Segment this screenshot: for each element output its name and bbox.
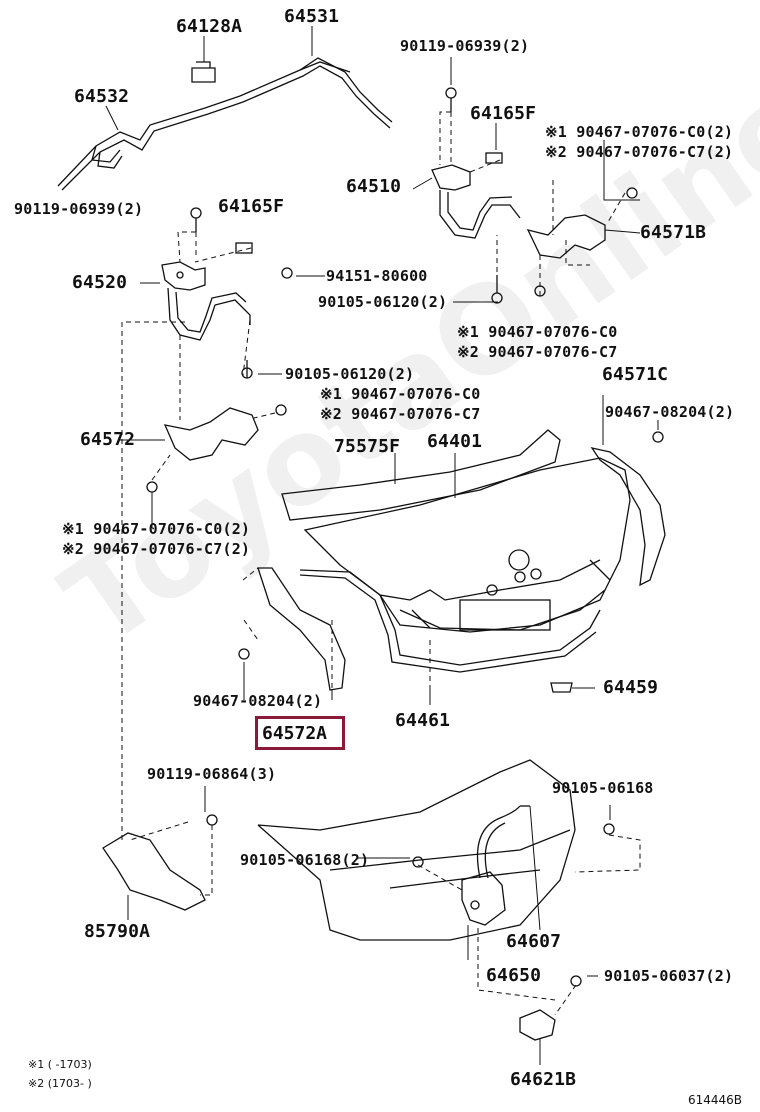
figure-number: 614446B — [688, 1093, 743, 1107]
label-64510: 64510 — [346, 176, 402, 197]
label-90467-08204-left: 90467-08204(2) — [193, 692, 323, 710]
bracket-64571B — [526, 214, 606, 259]
label-note2-left: ※2 90467-07076-C7 — [320, 405, 481, 423]
label-64401: 64401 — [427, 431, 483, 452]
footnote-1: ※1 ( -1703) — [28, 1058, 92, 1071]
label-90105-06120-mid: 90105-06120(2) — [318, 293, 448, 311]
label-90119-06864: 90119-06864(3) — [147, 765, 277, 783]
label-note1-top: ※1 90467-07076-C0(2) — [545, 123, 734, 141]
label-64461: 64461 — [395, 710, 451, 731]
bracket-64572 — [163, 407, 259, 461]
label-note2-bottom: ※2 90467-07076-C7(2) — [62, 540, 251, 558]
trunk-lid-64401 — [303, 457, 631, 633]
label-note1-mid: ※1 90467-07076-C0 — [457, 323, 618, 341]
label-64650: 64650 — [486, 965, 542, 986]
label-64165F-left: 64165F — [218, 196, 285, 217]
label-90467-08204-right: 90467-08204(2) — [605, 403, 735, 421]
clip-64459 — [550, 682, 573, 693]
hinge-64520 — [161, 207, 293, 379]
torsion-rod-64532 — [57, 57, 393, 191]
label-90119-06939-left: 90119-06939(2) — [14, 200, 144, 218]
footnote-2: ※2 (1703- ) — [28, 1077, 92, 1090]
label-64520: 64520 — [72, 272, 128, 293]
trim-64572A — [257, 567, 346, 691]
label-90119-06939-top: 90119-06939(2) — [400, 37, 530, 55]
label-64572A: 64572A — [262, 723, 328, 744]
label-64607: 64607 — [506, 931, 562, 952]
label-64165F-top: 64165F — [470, 103, 537, 124]
label-64621B: 64621B — [510, 1069, 577, 1090]
weatherstrip-75575F — [281, 429, 561, 521]
seal-64461 — [299, 569, 601, 673]
label-note1-bottom: ※1 90467-07076-C0(2) — [62, 520, 251, 538]
label-90105-06120-left: 90105-06120(2) — [285, 365, 415, 383]
label-64459: 64459 — [603, 677, 659, 698]
label-64531: 64531 — [284, 6, 340, 27]
latch-64650 — [461, 805, 530, 926]
label-90105-06037: 90105-06037(2) — [604, 967, 734, 985]
label-note1-left: ※1 90467-07076-C0 — [320, 385, 481, 403]
striker-64621B — [519, 1009, 556, 1041]
label-94151-80600: 94151-80600 — [326, 267, 428, 285]
label-90105-06168-mid: 90105-06168(2) — [240, 851, 370, 869]
actuator-85790A — [102, 832, 206, 911]
label-64532: 64532 — [74, 86, 130, 107]
label-note2-mid: ※2 90467-07076-C7 — [457, 343, 618, 361]
clip-64128A — [191, 61, 216, 83]
trim-64571C — [590, 447, 666, 587]
label-75575F: 75575F — [334, 436, 401, 457]
hinge-64510 — [431, 87, 546, 304]
label-85790A: 85790A — [84, 921, 151, 942]
label-64571C: 64571C — [602, 364, 669, 385]
label-64128A: 64128A — [176, 16, 243, 37]
trunk-lid-lower — [257, 759, 576, 941]
label-64571B: 64571B — [640, 222, 707, 243]
highlight-frame — [255, 716, 345, 750]
label-64572: 64572 — [80, 429, 136, 450]
label-90105-06168-right: 90105-06168 — [552, 779, 654, 797]
label-note2-top: ※2 90467-07076-C7(2) — [545, 143, 734, 161]
